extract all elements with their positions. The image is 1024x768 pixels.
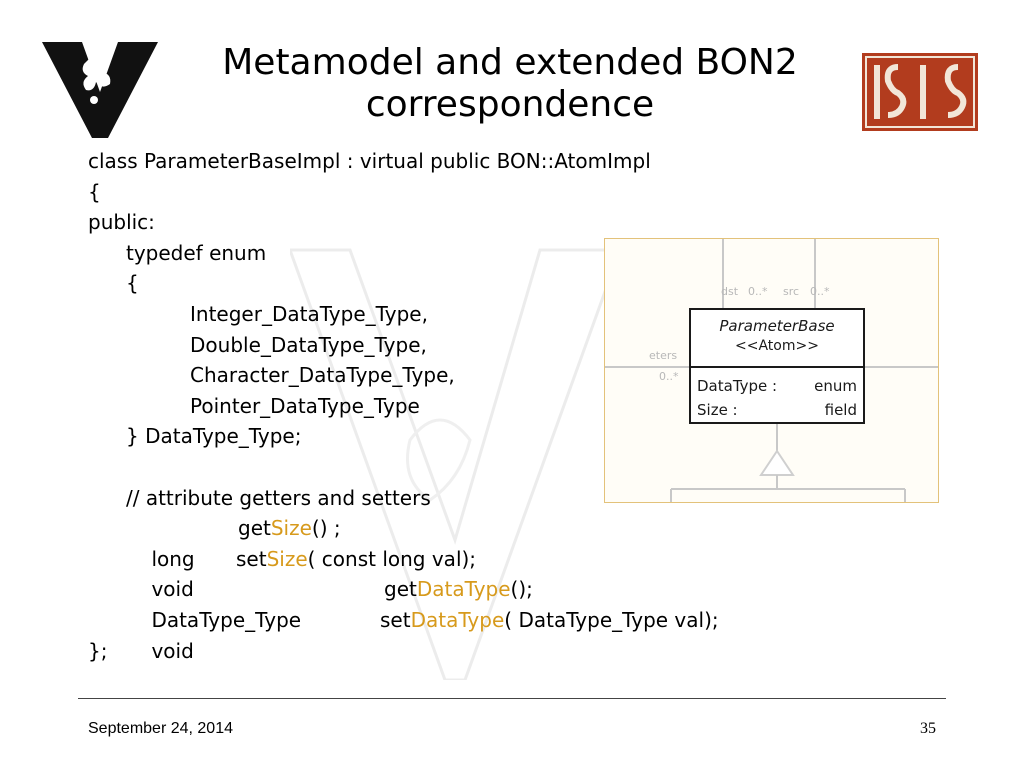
- highlighted-name: Size: [266, 546, 308, 571]
- method-prefix: set: [380, 607, 411, 632]
- method-signature: setSize( const long val);: [236, 544, 476, 575]
- method-prefix: get: [384, 577, 417, 602]
- faint-label: 0..*: [659, 370, 679, 383]
- highlighted-name: DataType: [416, 577, 511, 602]
- return-type: long: [151, 546, 195, 571]
- method-prefix: get: [238, 516, 271, 541]
- method-prefix: set: [236, 546, 267, 571]
- footer-date: September 24, 2014: [88, 720, 233, 737]
- vanderbilt-v-logo-icon: [42, 42, 158, 138]
- faint-label: 0..*: [810, 285, 830, 298]
- code-method-line: long getSize() ;: [88, 513, 808, 571]
- code-line: {: [126, 271, 139, 296]
- isis-logo: [862, 53, 978, 131]
- highlighted-name: DataType: [410, 607, 505, 632]
- code-line: public:: [88, 210, 155, 235]
- code-line: {: [88, 179, 101, 204]
- faint-label: dst: [721, 285, 739, 298]
- uml-diagram-image: dst 0..* src 0..* eters 0..* ParameterBa…: [604, 238, 939, 503]
- code-method-line: void setSize( const long val);: [88, 544, 808, 602]
- slide-title: Metamodel and extended BON2 corresponden…: [200, 42, 820, 126]
- return-type: void: [151, 638, 194, 663]
- page-number: 35: [920, 720, 936, 737]
- uml-attribute: Size : field: [697, 398, 857, 422]
- code-line: typedef enum: [126, 240, 267, 265]
- uml-attribute-name: Size :: [697, 401, 738, 419]
- title-line-2: correspondence: [365, 84, 655, 125]
- code-line: } DataType_Type;: [126, 424, 302, 449]
- method-suffix: () ;: [311, 516, 341, 541]
- code-line: };: [88, 638, 108, 663]
- code-method-line: DataType_Type getDataType();: [88, 574, 808, 632]
- faint-label: 0..*: [748, 285, 768, 298]
- method-suffix: ( DataType_Type val);: [504, 607, 719, 632]
- method-suffix: ( const long val);: [307, 546, 477, 571]
- watermark-v-icon: [290, 248, 620, 680]
- highlighted-name: Size: [270, 516, 312, 541]
- code-block: class ParameterBaseImpl : virtual public…: [88, 146, 808, 666]
- method-signature: setDataType( DataType_Type val);: [380, 605, 719, 636]
- code-comment-line: // attribute getters and setters: [126, 485, 431, 510]
- method-suffix: ();: [510, 577, 533, 602]
- return-type: DataType_Type: [151, 607, 302, 632]
- code-line: Character_DataType_Type,: [190, 363, 455, 388]
- faint-label: eters: [649, 349, 678, 362]
- uml-attribute-type: field: [824, 401, 857, 419]
- uml-attribute: DataType : enum: [697, 374, 857, 398]
- code-method-line: void setDataType( DataType_Type val);: [88, 605, 808, 663]
- uml-class-box: ParameterBase <<Atom>> DataType : enum S…: [689, 308, 865, 424]
- faint-label: src: [783, 285, 800, 298]
- code-line: class ParameterBaseImpl : virtual public…: [88, 149, 651, 173]
- method-signature: getSize() ;: [238, 513, 341, 544]
- title-line-1: Metamodel and extended BON2: [222, 42, 798, 83]
- uml-class-name: ParameterBase: [719, 317, 835, 335]
- isis-logo-icon: [865, 56, 975, 128]
- method-signature: getDataType();: [384, 574, 533, 605]
- uml-stereotype: <<Atom>>: [735, 338, 819, 354]
- return-type: void: [151, 577, 194, 602]
- code-line: Pointer_DataType_Type: [190, 393, 420, 418]
- uml-attribute-name: DataType :: [697, 377, 778, 395]
- uml-attributes: DataType : enum Size : field: [697, 374, 857, 422]
- code-line: Integer_DataType_Type,: [190, 301, 428, 326]
- uml-separator: [691, 366, 863, 368]
- uml-attribute-type: enum: [814, 377, 857, 395]
- code-line: Double_DataType_Type,: [190, 332, 427, 357]
- footer-divider: [78, 698, 946, 699]
- uml-connectors-icon: [605, 239, 938, 502]
